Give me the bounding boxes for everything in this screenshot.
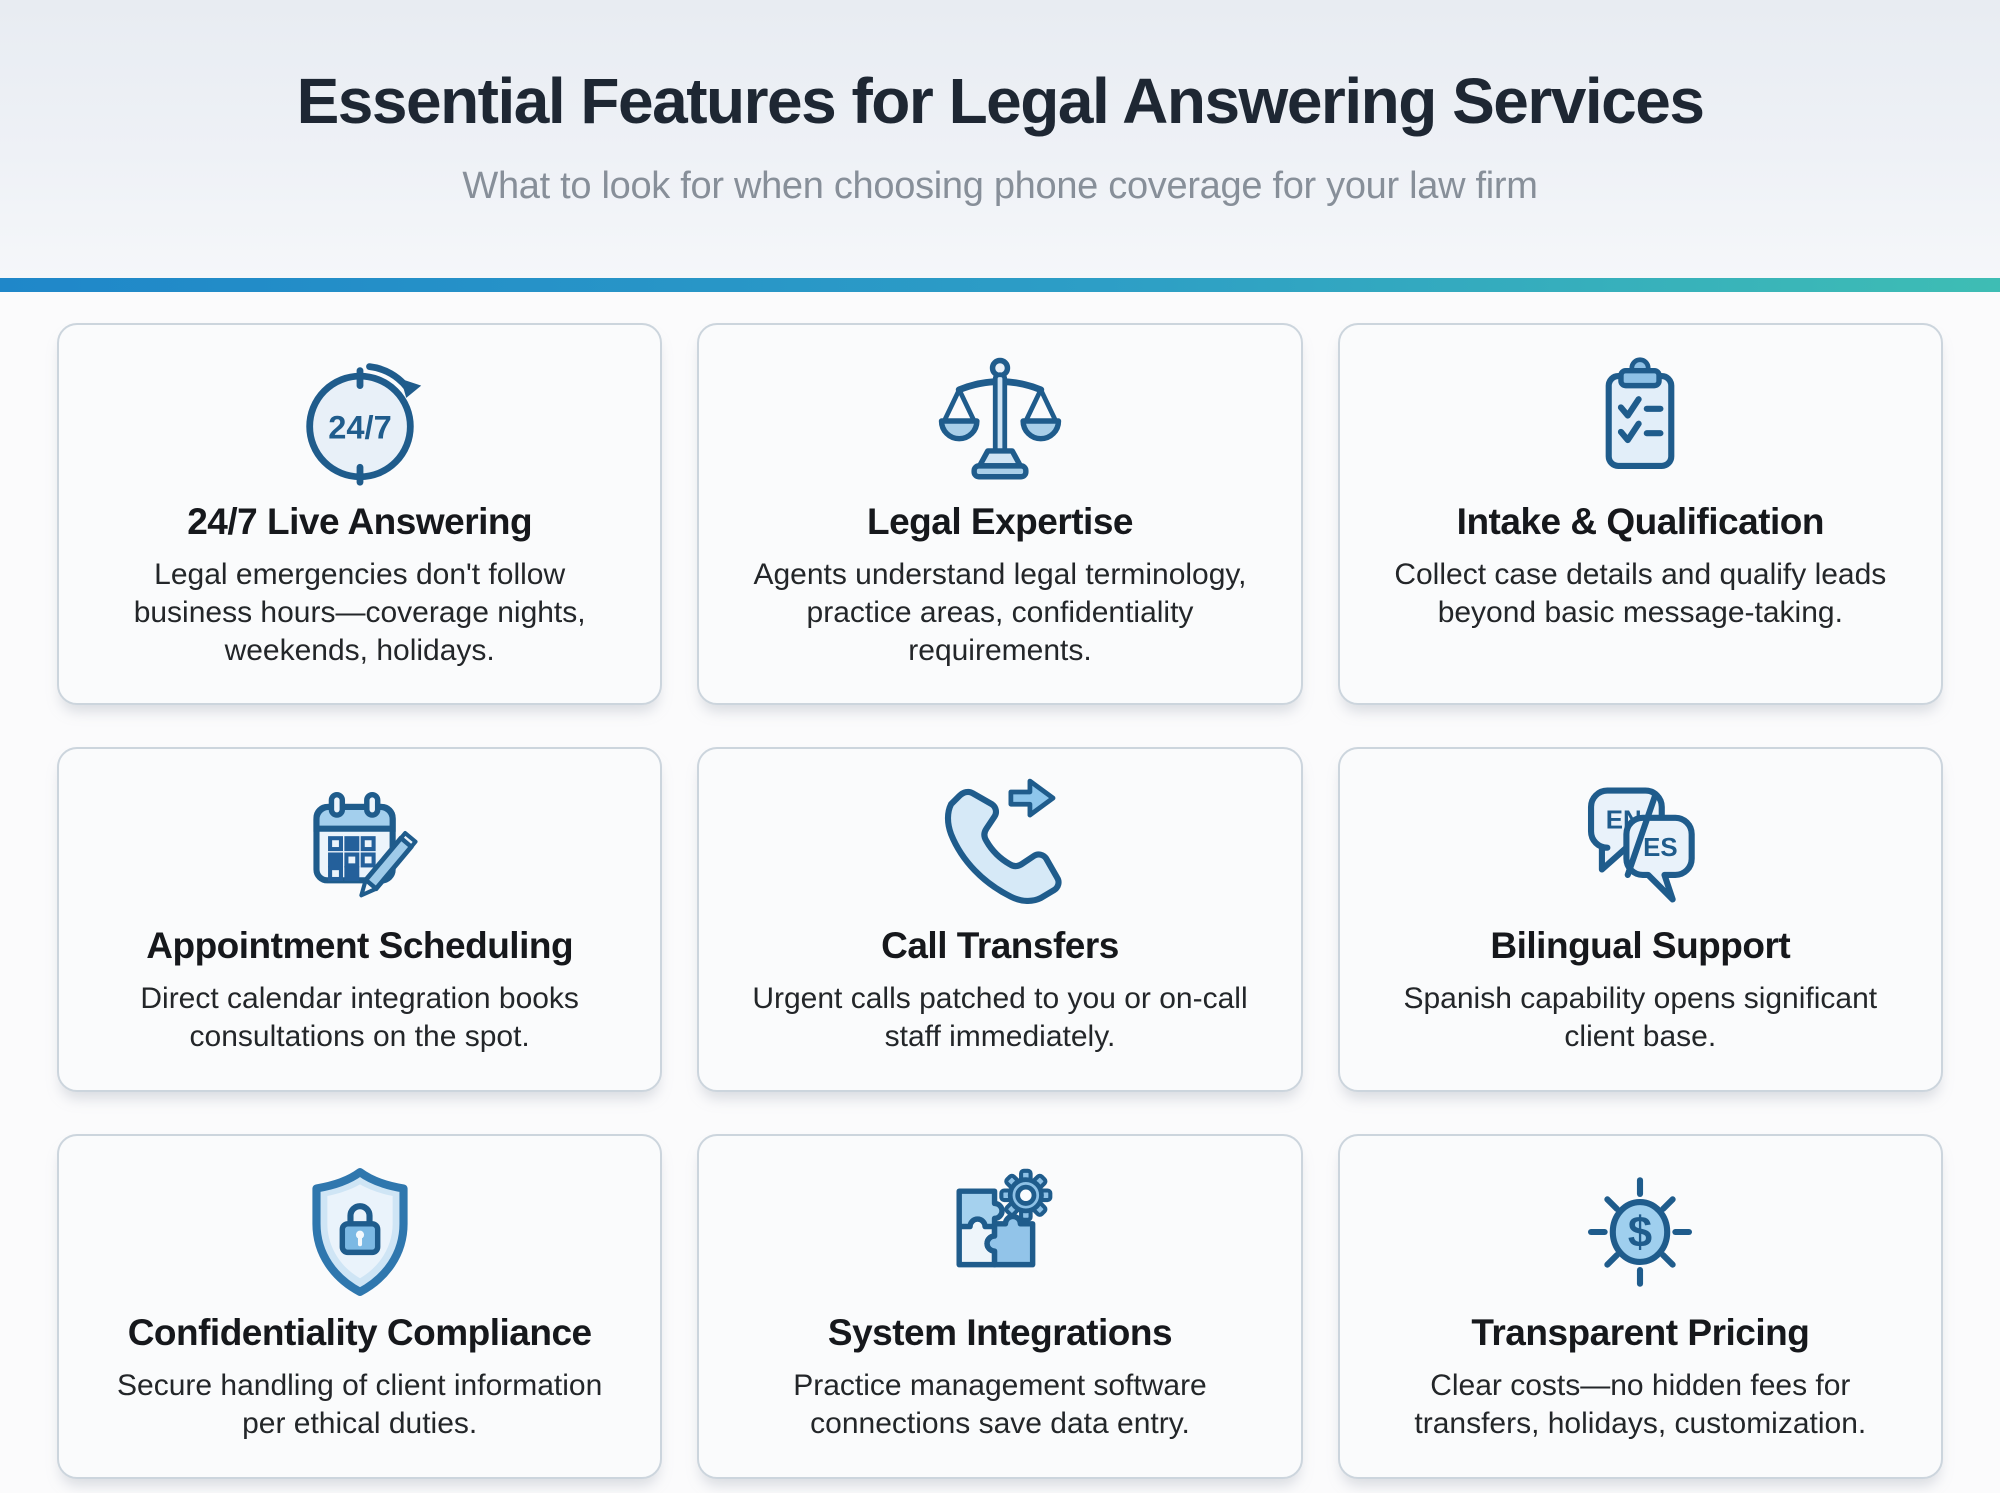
language-es-label: ES [1643, 834, 1677, 862]
dollar-pricing-icon: $ [1366, 1162, 1915, 1302]
card-description: Collect case details and qualify leads b… [1394, 558, 1887, 629]
phone-transfer-icon [725, 775, 1274, 915]
card-description: Legal emergencies don't follow business … [133, 558, 586, 667]
card-description: Secure handling of client information pe… [117, 1368, 603, 1440]
page-subtitle: What to look for when choosing phone cov… [462, 165, 1538, 207]
shield-lock-icon [85, 1162, 634, 1302]
card-title: Confidentiality Compliance [127, 1311, 592, 1353]
feature-card: System Integrations Practice management … [697, 1133, 1303, 1479]
card-title: System Integrations [827, 1311, 1173, 1353]
header: Essential Features for Legal Answering S… [0, 0, 2000, 278]
card-title: Bilingual Support [1490, 925, 1791, 967]
accent-divider [0, 278, 2000, 292]
dollar-label: $ [1628, 1209, 1652, 1257]
feature-card: Appointment Scheduling Direct calendar i… [57, 747, 663, 1092]
puzzle-gear-icon [725, 1162, 1274, 1302]
card-description: Agents understand legal terminology, pra… [753, 558, 1247, 667]
page-title: Essential Features for Legal Answering S… [296, 65, 1705, 137]
feature-card: Legal Expertise Agents understand legal … [697, 323, 1303, 706]
card-title: Transparent Pricing [1471, 1311, 1810, 1353]
feature-card: $ Transparent Pricing Clear costs—no hid… [1337, 1133, 1943, 1479]
card-title: Call Transfers [881, 925, 1119, 967]
clipboard-checklist-icon [1366, 351, 1915, 491]
card-description: Direct calendar integration books consul… [140, 982, 579, 1054]
clock-label: 24/7 [328, 409, 392, 446]
card-title: Intake & Qualification [1456, 501, 1825, 542]
feature-card: Intake & Qualification Collect case deta… [1337, 323, 1943, 706]
feature-card: EN ES Bilingual Support Spanish capabili… [1337, 747, 1943, 1092]
feature-card: 24/7 24/7 Live Answering Legal emergenci… [57, 323, 663, 706]
feature-cards-grid: 24/7 24/7 Live Answering Legal emergenci… [0, 292, 2000, 1479]
calendar-pencil-icon [85, 775, 634, 915]
feature-card: Call Transfers Urgent calls patched to y… [697, 747, 1303, 1092]
clock-247-icon: 24/7 [85, 351, 634, 491]
scales-of-justice-icon [725, 351, 1274, 491]
card-title: 24/7 Live Answering [187, 501, 533, 542]
card-title: Appointment Scheduling [146, 925, 574, 967]
card-description: Clear costs—no hidden fees for transfers… [1414, 1368, 1867, 1440]
feature-card: Confidentiality Compliance Secure handli… [57, 1133, 663, 1479]
card-title: Legal Expertise [866, 501, 1134, 542]
bilingual-en-es-icon: EN ES [1366, 775, 1915, 915]
card-description: Urgent calls patched to you or on-call s… [752, 982, 1248, 1054]
card-description: Spanish capability opens significant cli… [1403, 982, 1878, 1054]
card-description: Practice management software connections… [793, 1368, 1207, 1440]
